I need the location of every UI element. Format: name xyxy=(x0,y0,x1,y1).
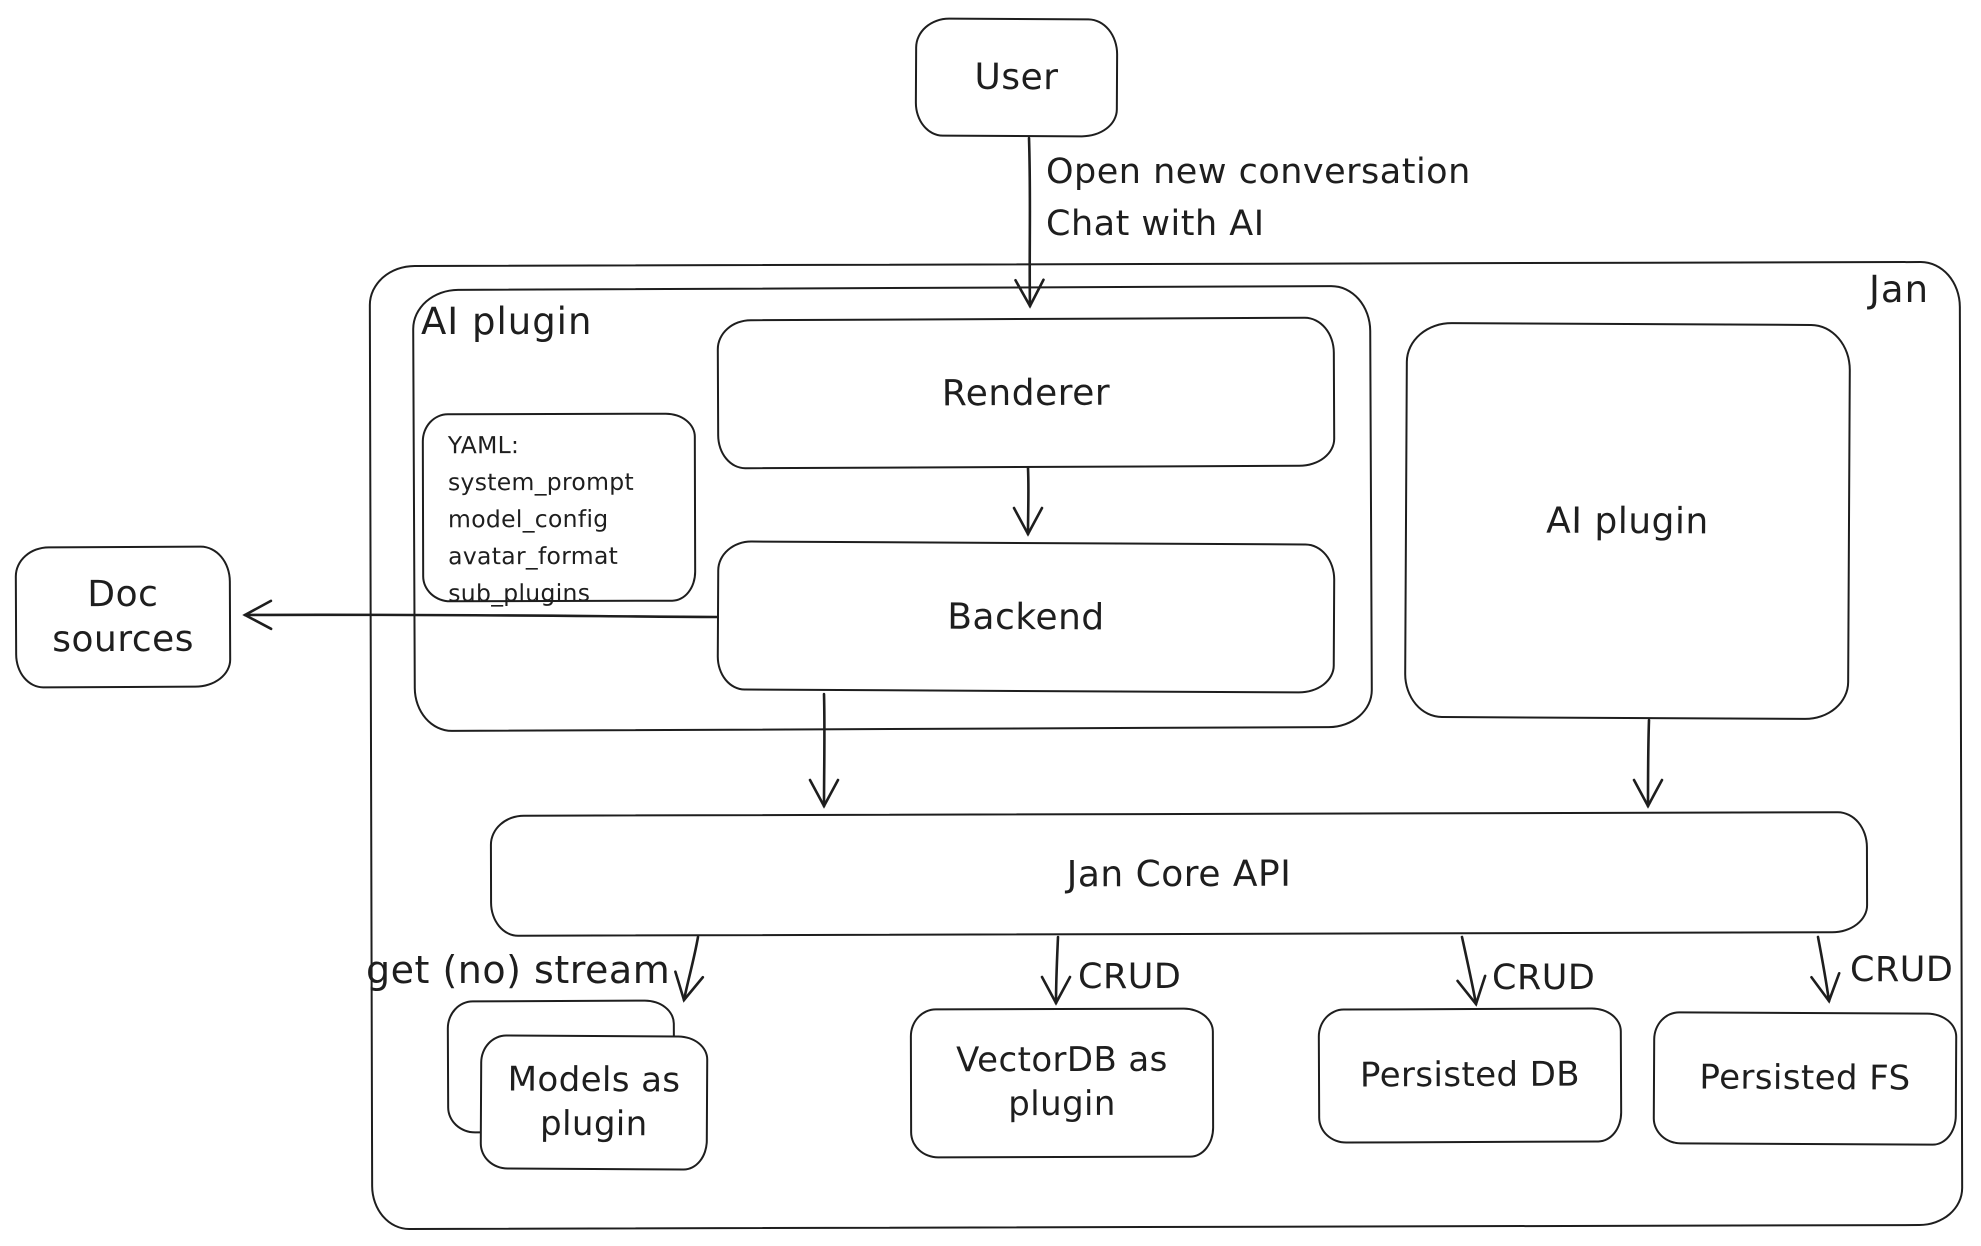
yaml-note-line: sub_plugins xyxy=(448,578,591,608)
node-vectordb-label-line: VectorDB as xyxy=(956,1040,1168,1081)
node-renderer-label: Renderer xyxy=(941,372,1111,414)
yaml-note-line: model_config xyxy=(447,504,609,534)
node-backend: Backend xyxy=(716,540,1336,694)
node-jan-core-api: Jan Core API xyxy=(489,811,1869,937)
edge-label-crud-persisted-fs: CRUD xyxy=(1850,950,1954,990)
node-renderer: Renderer xyxy=(716,316,1336,470)
edge-label-open-conversation: Open new conversation xyxy=(1046,152,1471,192)
node-persisted-fs: Persisted FS xyxy=(1652,1011,1958,1146)
yaml-note-line: system_prompt xyxy=(447,467,635,497)
edge-label-crud-persisted-db: CRUD xyxy=(1492,958,1596,998)
node-doc-sources: Doc sources xyxy=(14,545,232,689)
node-models-label-line: plugin xyxy=(540,1103,648,1144)
node-ai-plugin-label: AI plugin xyxy=(1546,500,1709,542)
yaml-note-line: avatar_format xyxy=(448,541,619,571)
ai-plugin-container-label: AI plugin xyxy=(421,300,593,343)
node-persisted-db-label: Persisted DB xyxy=(1359,1054,1581,1096)
node-models-label-line: Models as xyxy=(507,1059,681,1101)
edge-label-get-no-stream: get (no) stream xyxy=(366,948,671,992)
node-user: User xyxy=(914,17,1119,138)
jan-container-label: Jan xyxy=(1869,268,1930,311)
node-backend-label: Backend xyxy=(947,596,1105,638)
node-models-as-plugin: Models as plugin xyxy=(479,1034,709,1171)
node-doc-sources-label: Doc sources xyxy=(52,573,195,661)
node-vectordb-plugin: VectorDB as plugin xyxy=(909,1007,1215,1159)
node-ai-plugin: AI plugin xyxy=(1403,321,1852,721)
node-user-label: User xyxy=(974,56,1059,99)
node-vectordb-label-line: plugin xyxy=(1008,1083,1116,1125)
edge-label-crud-vectordb: CRUD xyxy=(1078,957,1182,997)
node-yaml-note: YAML: system_prompt model_config avatar_… xyxy=(421,412,697,607)
node-persisted-db: Persisted DB xyxy=(1317,1007,1623,1144)
node-persisted-fs-label: Persisted FS xyxy=(1699,1057,1911,1099)
edge-label-chat-with-ai: Chat with AI xyxy=(1046,204,1265,244)
yaml-note-line: YAML: xyxy=(447,431,520,460)
node-jan-core-api-label: Jan Core API xyxy=(1066,853,1292,895)
